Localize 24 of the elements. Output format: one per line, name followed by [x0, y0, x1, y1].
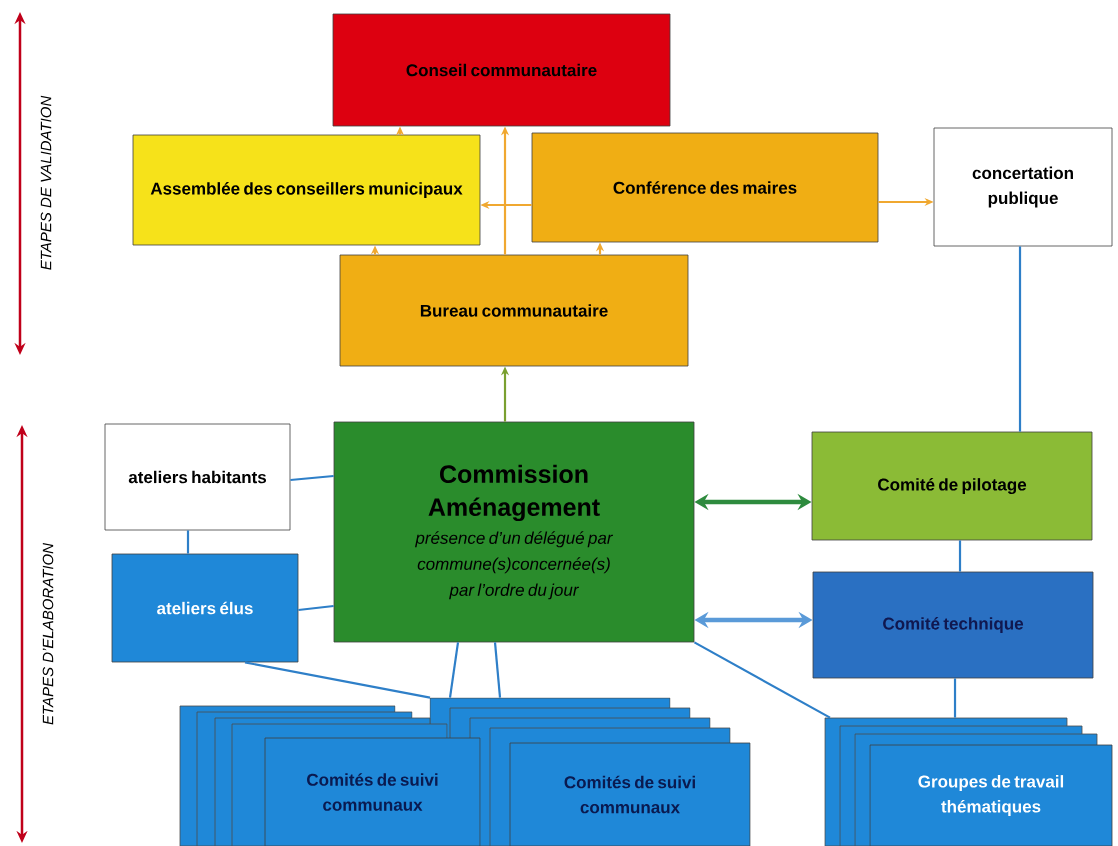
connector-line [1018, 246, 1022, 432]
process-box: Comité technique [812, 571, 1094, 679]
process-box: ateliers élus [111, 553, 299, 663]
connector-line [244, 661, 431, 699]
side-label: ETAPES DE VALIDATION [40, 95, 52, 270]
process-box: Comité de pilotage [811, 431, 1093, 541]
connector-line [693, 641, 831, 719]
connector-line [298, 604, 334, 612]
process-box: Bureau communautaire [339, 254, 689, 367]
connector-line [290, 474, 334, 482]
process-box: Assemblée des conseillers municipaux [132, 134, 481, 246]
stacked-cards: Groupes de travail thématiques [824, 717, 1113, 846]
connector-line [448, 642, 460, 698]
process-box: Conseil communautaire [332, 13, 671, 127]
process-box: ateliers habitants [104, 423, 291, 531]
connector-line [493, 642, 502, 698]
process-box: Commission Aménagement présence d’un délégué par commune(s)concernée(s) par l’ordre du jour [333, 421, 695, 643]
process-box: concertation publique [933, 127, 1113, 247]
connector-line [958, 540, 962, 572]
connector-line [953, 678, 957, 718]
side-label: ETAPES D’ELABORATION [42, 543, 54, 725]
process-box: Conférence des maires [531, 132, 879, 243]
stacked-cards: Comités de suivi communaux [179, 705, 481, 846]
connector-line [186, 530, 190, 554]
